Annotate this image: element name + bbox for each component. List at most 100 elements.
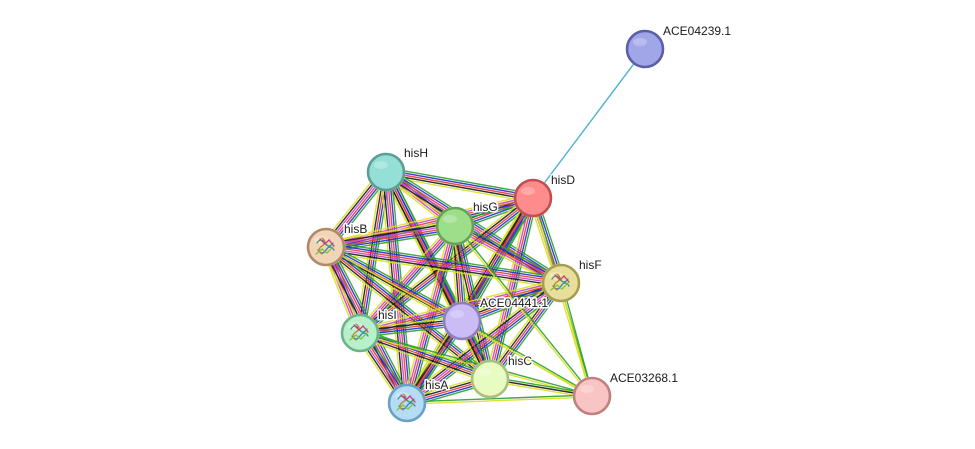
node-circle[interactable] bbox=[513, 178, 553, 218]
edge-evidence-line bbox=[362, 228, 459, 337]
edge-evidence-line bbox=[358, 336, 489, 384]
node-circle[interactable] bbox=[625, 29, 665, 69]
node-circle[interactable] bbox=[435, 206, 475, 246]
node-highlight bbox=[443, 215, 457, 223]
edge-evidence-line bbox=[561, 282, 594, 396]
edge-hisb-hisf bbox=[325, 241, 562, 289]
edge-evidence-line bbox=[359, 333, 592, 398]
edge-hisi-ace03268-1 bbox=[359, 331, 593, 398]
node-label-hisb: hisB bbox=[344, 222, 367, 236]
node-circle[interactable] bbox=[541, 263, 581, 303]
edge-evidence-line bbox=[406, 225, 456, 404]
node-highlight bbox=[633, 38, 647, 46]
edge-evidence-line bbox=[489, 197, 534, 380]
node-label-hisc: hisC bbox=[508, 354, 532, 368]
protein-structure-icon bbox=[315, 237, 335, 255]
edge-hisf-hisa bbox=[403, 278, 565, 408]
edge-evidence-line bbox=[402, 195, 531, 402]
edge-evidence-line bbox=[386, 167, 534, 195]
edge-hisf-ace03268-1 bbox=[559, 282, 594, 397]
edge-evidence-line bbox=[454, 225, 562, 284]
node-highlight bbox=[450, 310, 464, 318]
node-hish[interactable] bbox=[366, 152, 406, 192]
nodes-layer bbox=[306, 29, 665, 423]
edge-evidence-line bbox=[405, 281, 561, 403]
node-label-ace04239-1: ACE04239.1 bbox=[663, 24, 731, 38]
edge-evidence-line bbox=[325, 246, 491, 380]
node-circle[interactable] bbox=[442, 301, 482, 341]
edge-evidence-line bbox=[462, 319, 593, 396]
edge-evidence-line bbox=[326, 243, 562, 281]
node-label-ace03268-1: ACE03268.1 bbox=[610, 371, 678, 385]
node-circle[interactable] bbox=[470, 359, 510, 399]
labels-layer: ACE04239.1 hisH hisD hisG hisB hisF ACE04441.1… bbox=[343, 23, 733, 394]
edge-evidence-line bbox=[402, 224, 452, 403]
protein-ribbon bbox=[319, 238, 335, 247]
edge-hish-hisd bbox=[385, 167, 534, 203]
edge-evidence-line bbox=[325, 251, 561, 289]
node-label-hisd: hisD bbox=[551, 173, 575, 187]
node-label-hisg: hisG bbox=[473, 200, 498, 214]
node-hisf[interactable] bbox=[541, 263, 581, 303]
edge-evidence-line bbox=[387, 168, 564, 281]
edge-evidence-line bbox=[410, 226, 460, 405]
node-ace03268-1[interactable] bbox=[572, 376, 612, 416]
edge-evidence-line bbox=[360, 331, 593, 396]
edge-evidence-line bbox=[385, 171, 534, 199]
protein-ribbon bbox=[353, 324, 369, 333]
edge-evidence-line bbox=[453, 226, 592, 398]
node-circle[interactable] bbox=[572, 376, 612, 416]
protein-ribbon bbox=[400, 394, 416, 403]
edge-evidence-line bbox=[532, 48, 646, 199]
edge-evidence-line bbox=[409, 286, 565, 408]
protein-ribbon bbox=[550, 282, 569, 291]
edge-hisg-ace03268-1 bbox=[453, 224, 594, 398]
node-circle[interactable] bbox=[340, 313, 380, 353]
node-hisi[interactable] bbox=[340, 313, 380, 353]
edge-evidence-line bbox=[485, 196, 530, 379]
node-hisb[interactable] bbox=[306, 227, 346, 267]
edge-evidence-line bbox=[325, 247, 561, 285]
node-label-hisi: hisI bbox=[378, 308, 397, 322]
edge-evidence-line bbox=[326, 241, 562, 279]
edge-evidence-line bbox=[403, 278, 559, 400]
edge-evidence-line bbox=[359, 334, 490, 382]
edge-evidence-line bbox=[327, 242, 465, 318]
edge-evidence-line bbox=[325, 222, 455, 245]
edge-evidence-line bbox=[386, 169, 534, 197]
edge-evidence-line bbox=[356, 222, 453, 331]
edge-evidence-line bbox=[404, 279, 560, 402]
node-circle[interactable] bbox=[366, 152, 406, 192]
edge-evidence-line bbox=[487, 197, 532, 379]
edge-evidence-line bbox=[491, 283, 564, 381]
edge-hisa-ace03268-1 bbox=[406, 394, 593, 405]
node-hisd[interactable] bbox=[513, 178, 553, 218]
node-ace04441-1[interactable] bbox=[442, 301, 482, 341]
edge-hisg-hisi bbox=[356, 222, 459, 337]
node-hisg[interactable] bbox=[435, 206, 475, 246]
edge-evidence-line bbox=[357, 224, 454, 333]
edge-evidence-line bbox=[326, 245, 562, 283]
node-hisa[interactable] bbox=[387, 383, 427, 423]
node-label-hish: hisH bbox=[404, 146, 428, 160]
node-highlight bbox=[580, 385, 594, 393]
edge-ace04239-1-hisd bbox=[532, 48, 646, 199]
edge-evidence-line bbox=[455, 223, 563, 282]
node-label-hisf: hisF bbox=[579, 258, 602, 272]
edge-evidence-line bbox=[324, 193, 533, 244]
node-ace04239-1[interactable] bbox=[625, 29, 665, 69]
edge-evidence-line bbox=[407, 283, 563, 405]
edge-evidence-line bbox=[456, 221, 564, 280]
node-label-ace04441-1: ACE04441.1 bbox=[480, 296, 548, 310]
protein-ribbon bbox=[554, 274, 570, 283]
edge-evidence-line bbox=[325, 224, 455, 247]
edge-evidence-line bbox=[325, 249, 561, 287]
node-hisc[interactable] bbox=[470, 359, 510, 399]
protein-ribbon bbox=[396, 402, 415, 411]
node-circle[interactable] bbox=[306, 227, 346, 267]
edge-evidence-line bbox=[385, 173, 533, 201]
edge-evidence-line bbox=[361, 226, 458, 335]
node-circle[interactable] bbox=[387, 383, 427, 423]
protein-structure-icon bbox=[396, 393, 416, 411]
